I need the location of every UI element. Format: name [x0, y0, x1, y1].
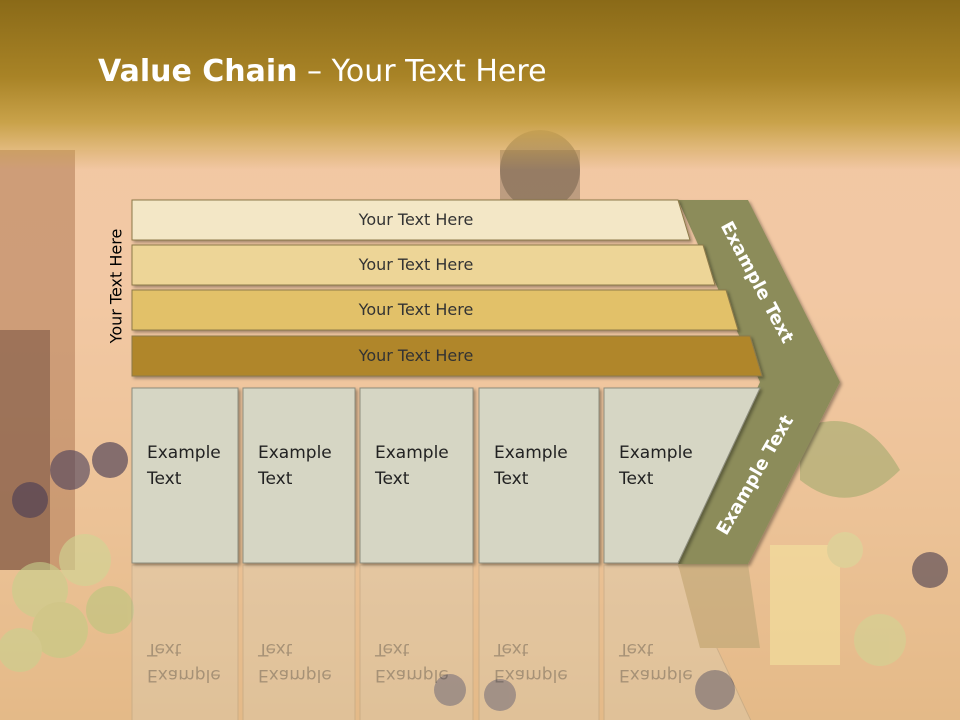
activity-column-reflection-text-3: Example Text: [375, 636, 449, 688]
activity-column-reflection-5: [603, 564, 752, 720]
reflection-line1: Example: [147, 665, 221, 685]
activity-column-reflection-text-2: Example Text: [258, 636, 332, 688]
activity-column-line1: Example: [375, 443, 449, 463]
activity-column-line2: Text: [147, 469, 182, 489]
reflection-line2: Text: [494, 639, 529, 659]
title-rest: – Your Text Here: [297, 54, 547, 89]
value-bar-3: [131, 289, 739, 331]
value-bar-1: [131, 199, 691, 241]
reflection-line2: Text: [375, 639, 410, 659]
title-bold: Value Chain: [98, 54, 298, 89]
header-band: [0, 0, 960, 170]
activity-column-line1: Example: [619, 443, 693, 463]
activity-column-reflection-4: [478, 564, 600, 720]
activity-column-reflection-1: [131, 564, 239, 720]
reflection-line1: Example: [619, 665, 693, 685]
activity-column-reflection-text-4: Example Text: [494, 636, 568, 688]
page-title: Value Chain – Your Text Here: [98, 54, 547, 89]
activity-column-line2: Text: [494, 469, 529, 489]
value-bar-2: [131, 244, 716, 286]
reflection-line2: Text: [258, 639, 293, 659]
activity-column-1: [131, 387, 239, 564]
activity-column-2: [242, 387, 356, 564]
reflection-line1: Example: [494, 665, 568, 685]
value-bar-label-3: Your Text Here: [358, 300, 474, 319]
activity-column-line2: Text: [619, 469, 654, 489]
reflection-line1: Example: [258, 665, 332, 685]
activity-column-line2: Text: [375, 469, 410, 489]
activity-column-5: [603, 387, 761, 564]
value-bar-label-4: Your Text Here: [358, 346, 474, 365]
activity-column-reflection-text-1: Example Text: [147, 636, 221, 688]
reflection-line2: Text: [147, 639, 182, 659]
activity-column-reflection-2: [242, 564, 356, 720]
activity-column-line2: Text: [258, 469, 293, 489]
reflection-line1: Example: [375, 665, 449, 685]
activity-column-reflection-text-5: Example Text: [619, 636, 693, 688]
value-bar-label-2: Your Text Here: [358, 255, 474, 274]
value-bar-label-1: Your Text Here: [358, 210, 474, 229]
activity-column-reflection-3: [359, 564, 474, 720]
chevron-arrow: [678, 200, 840, 564]
activity-column-line1: Example: [494, 443, 568, 463]
activity-column-4: [478, 387, 600, 564]
reflection: [131, 564, 760, 720]
reflection-line2: Text: [619, 639, 654, 659]
activity-column-3: [359, 387, 474, 564]
activity-column-line1: Example: [258, 443, 332, 463]
value-bar-4: [131, 335, 763, 377]
activity-column-line1: Example: [147, 443, 221, 463]
